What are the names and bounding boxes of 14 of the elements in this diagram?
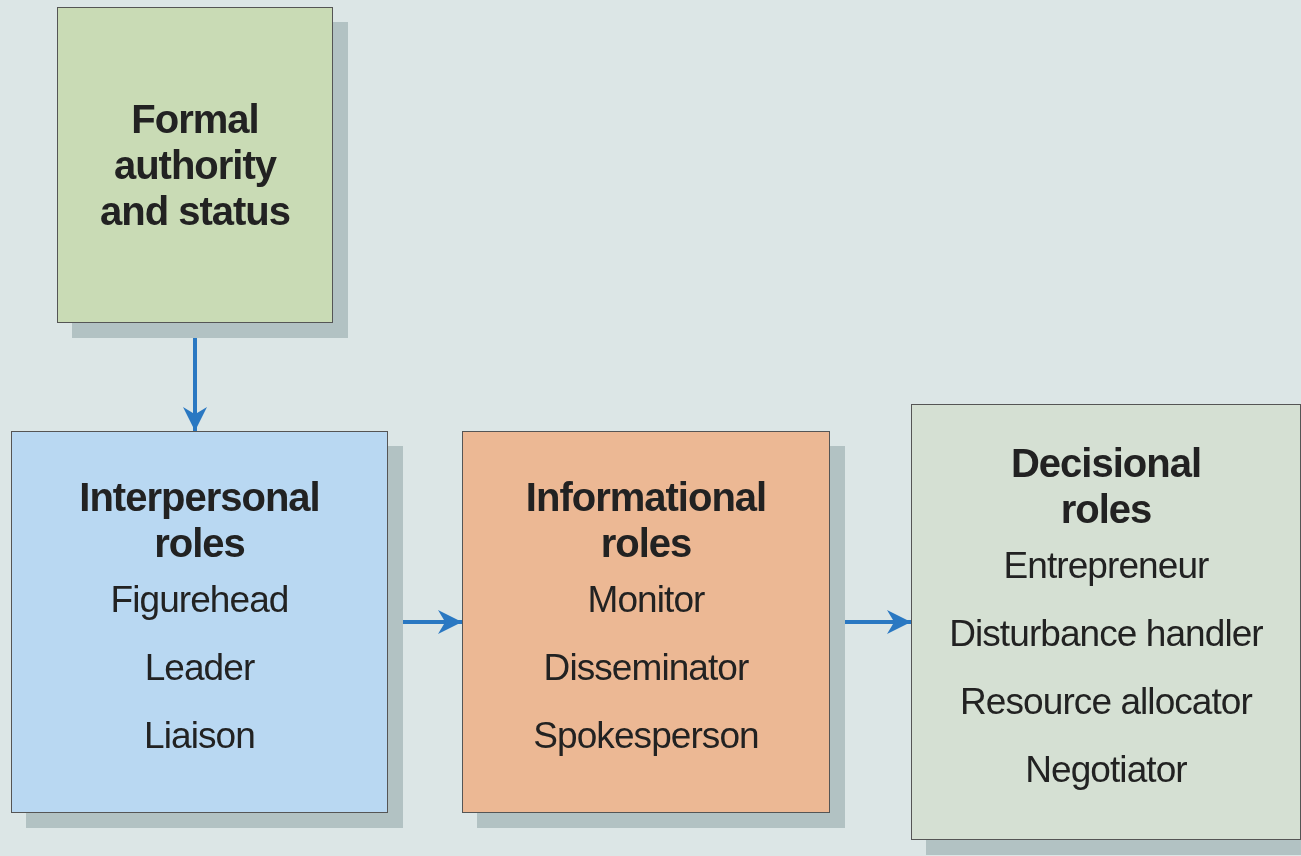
role-name: Monitor bbox=[587, 578, 705, 622]
role-name: Entrepreneur bbox=[1003, 544, 1209, 588]
heading: Formal authority and status bbox=[98, 96, 291, 234]
role-name: Leader bbox=[144, 646, 255, 690]
heading: Interpersonal roles bbox=[78, 474, 321, 566]
role-name: Negotiator bbox=[1025, 748, 1187, 792]
role-name: Figurehead bbox=[110, 578, 289, 622]
role-name: Disturbance handler bbox=[949, 612, 1263, 656]
role-name: Resource allocator bbox=[960, 680, 1252, 724]
role-name: Spokesperson bbox=[533, 714, 759, 758]
heading: Informational roles bbox=[524, 474, 768, 566]
heading: Decisional roles bbox=[1009, 440, 1203, 532]
role-name: Liaison bbox=[144, 714, 255, 758]
role-name: Disseminator bbox=[543, 646, 749, 690]
